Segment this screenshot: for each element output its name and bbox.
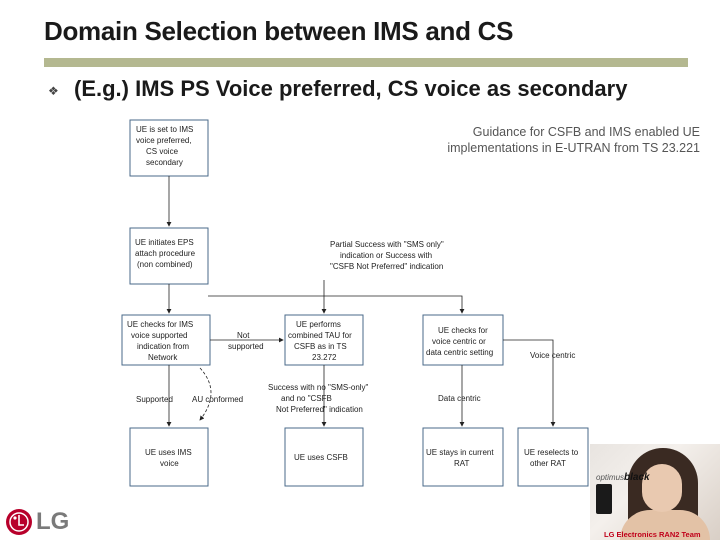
product-brand: optimusblack (596, 472, 650, 483)
box-ue-reselects (517, 427, 589, 487)
label-supported: Supported (136, 395, 173, 404)
label-voice-centric: Voice centric (530, 351, 575, 360)
label-au-conformed: AU conformed (192, 395, 243, 404)
box-ue-reselects-text: UE reselects to other RAT (524, 448, 580, 468)
box-ue-stays (422, 427, 504, 487)
label-not-supported: Not supported (228, 331, 264, 351)
footer-team: LG Electronics RAN2 Team (604, 530, 701, 539)
box-ue-uses-csfb-text: UE uses CSFB (294, 453, 348, 462)
box-ue-checks-voice-text: UE checks for voice centric or data cent… (426, 326, 493, 357)
label-partial-success: Partial Success with "SMS only" indicati… (330, 240, 446, 271)
guidance-caption: Guidance for CSFB and IMS enabled UE imp… (447, 125, 700, 155)
box-ue-uses-csfb (284, 427, 364, 487)
box-ue-performs (284, 314, 364, 366)
bullet-text: (E.g.) IMS PS Voice preferred, CS voice … (74, 76, 628, 101)
box-ue-checks-ims-text: UE checks for IMS voice supported indica… (127, 320, 195, 362)
box-ue-initiates-text: UE initiates EPS attach procedure (non c… (135, 238, 197, 269)
label-success-sms: Success with no "SMS-only" and no "CSFB … (268, 383, 371, 414)
label-data-centric: Data centric (438, 394, 481, 403)
box-ue-uses-ims (129, 427, 209, 487)
title-underline (44, 58, 688, 67)
product-promo-image (590, 444, 720, 540)
lg-logo-icon (6, 509, 32, 535)
box-ue-stays-text: UE stays in current RAT (426, 448, 496, 468)
box-ue-set (129, 119, 209, 177)
box-ue-checks-ims (121, 314, 211, 366)
box-ue-performs-text: UE performs combined TAU for CSFB as in … (288, 320, 354, 362)
box-ue-uses-ims-text: UE uses IMS voice (145, 448, 194, 468)
slide-title: Domain Selection between IMS and CS (44, 16, 514, 46)
lg-logo-text: LG (36, 508, 70, 535)
box-ue-initiates (129, 227, 209, 285)
box-ue-checks-voice (422, 314, 504, 366)
box-ue-set-text: UE is set to IMS voice preferred, CS voi… (136, 125, 196, 167)
bullet-icon: ❖ (48, 84, 59, 98)
phone-icon (596, 484, 612, 514)
